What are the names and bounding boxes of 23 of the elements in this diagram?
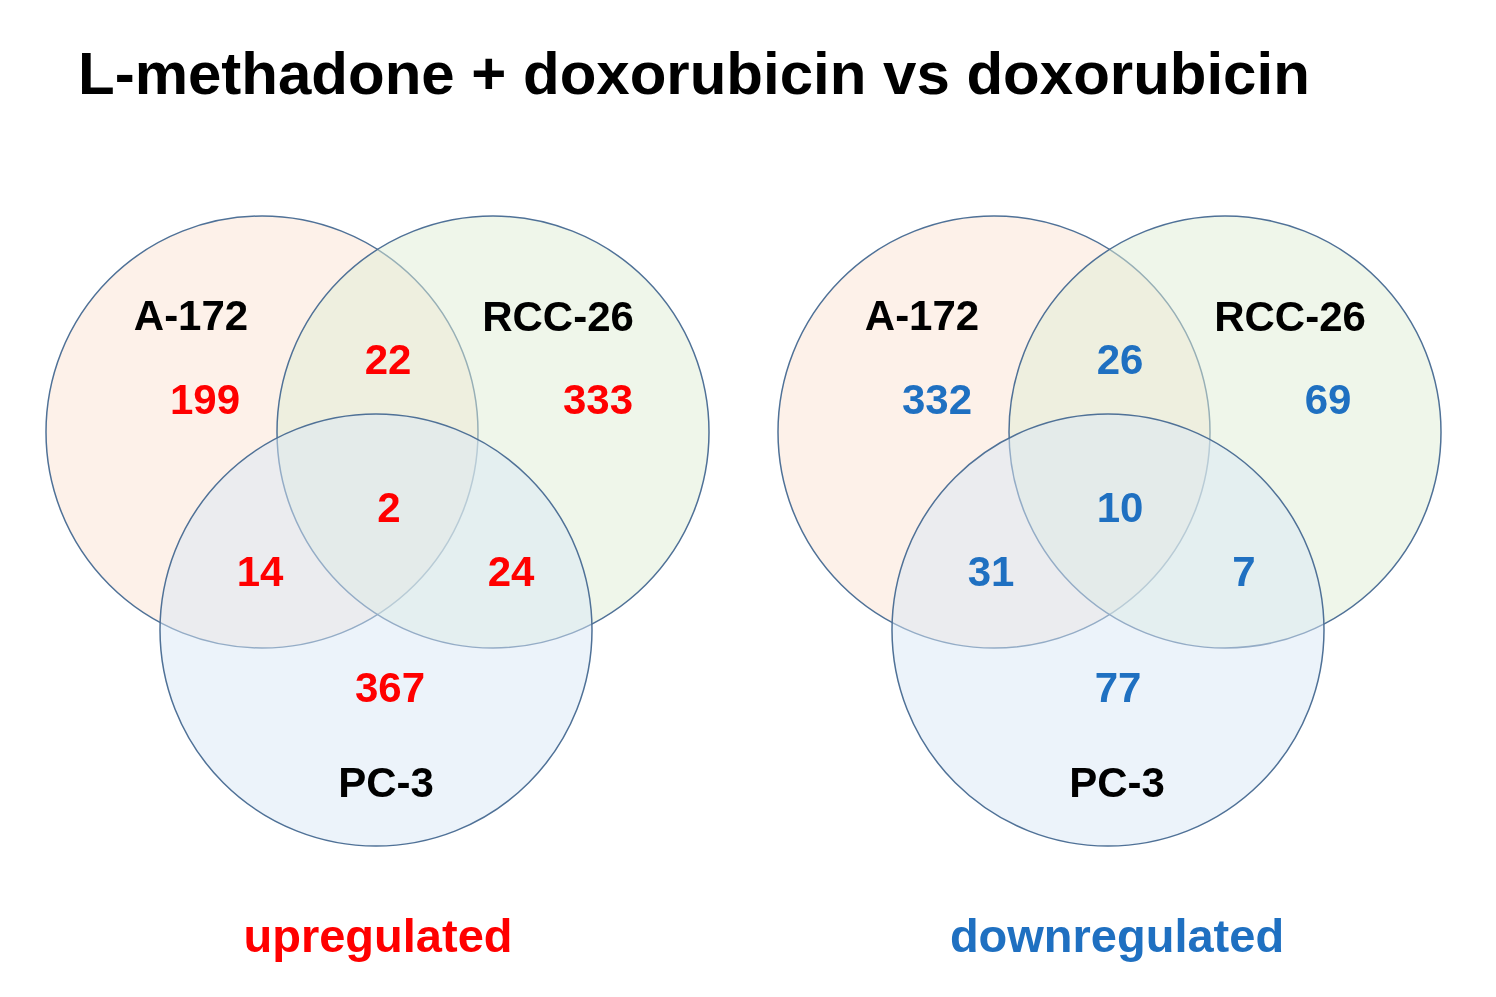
region-count: 199 (169, 379, 241, 421)
region-count: 333 (562, 379, 634, 421)
region-count: 77 (1094, 667, 1142, 709)
region-count: 14 (236, 551, 284, 593)
region-count: 26 (1096, 339, 1144, 381)
diagram-title: L-methadone + doxorubicin vs doxorubicin (78, 44, 1310, 104)
region-count: 2 (377, 487, 401, 529)
region-count: 332 (901, 379, 973, 421)
region-count: 367 (354, 667, 426, 709)
set-label: A-172 (133, 295, 249, 337)
region-count: 31 (967, 551, 1015, 593)
set-label: RCC-26 (1214, 296, 1366, 338)
region-count: 10 (1096, 487, 1144, 529)
set-label: PC-3 (1069, 762, 1165, 804)
venn-circle (159, 413, 593, 847)
region-count: 69 (1304, 379, 1352, 421)
venn-circle (891, 413, 1325, 847)
region-count: 24 (487, 551, 535, 593)
region-count: 7 (1232, 551, 1256, 593)
set-label: PC-3 (338, 762, 434, 804)
set-label: RCC-26 (482, 296, 634, 338)
region-count: 22 (364, 339, 412, 381)
set-label: A-172 (864, 295, 980, 337)
